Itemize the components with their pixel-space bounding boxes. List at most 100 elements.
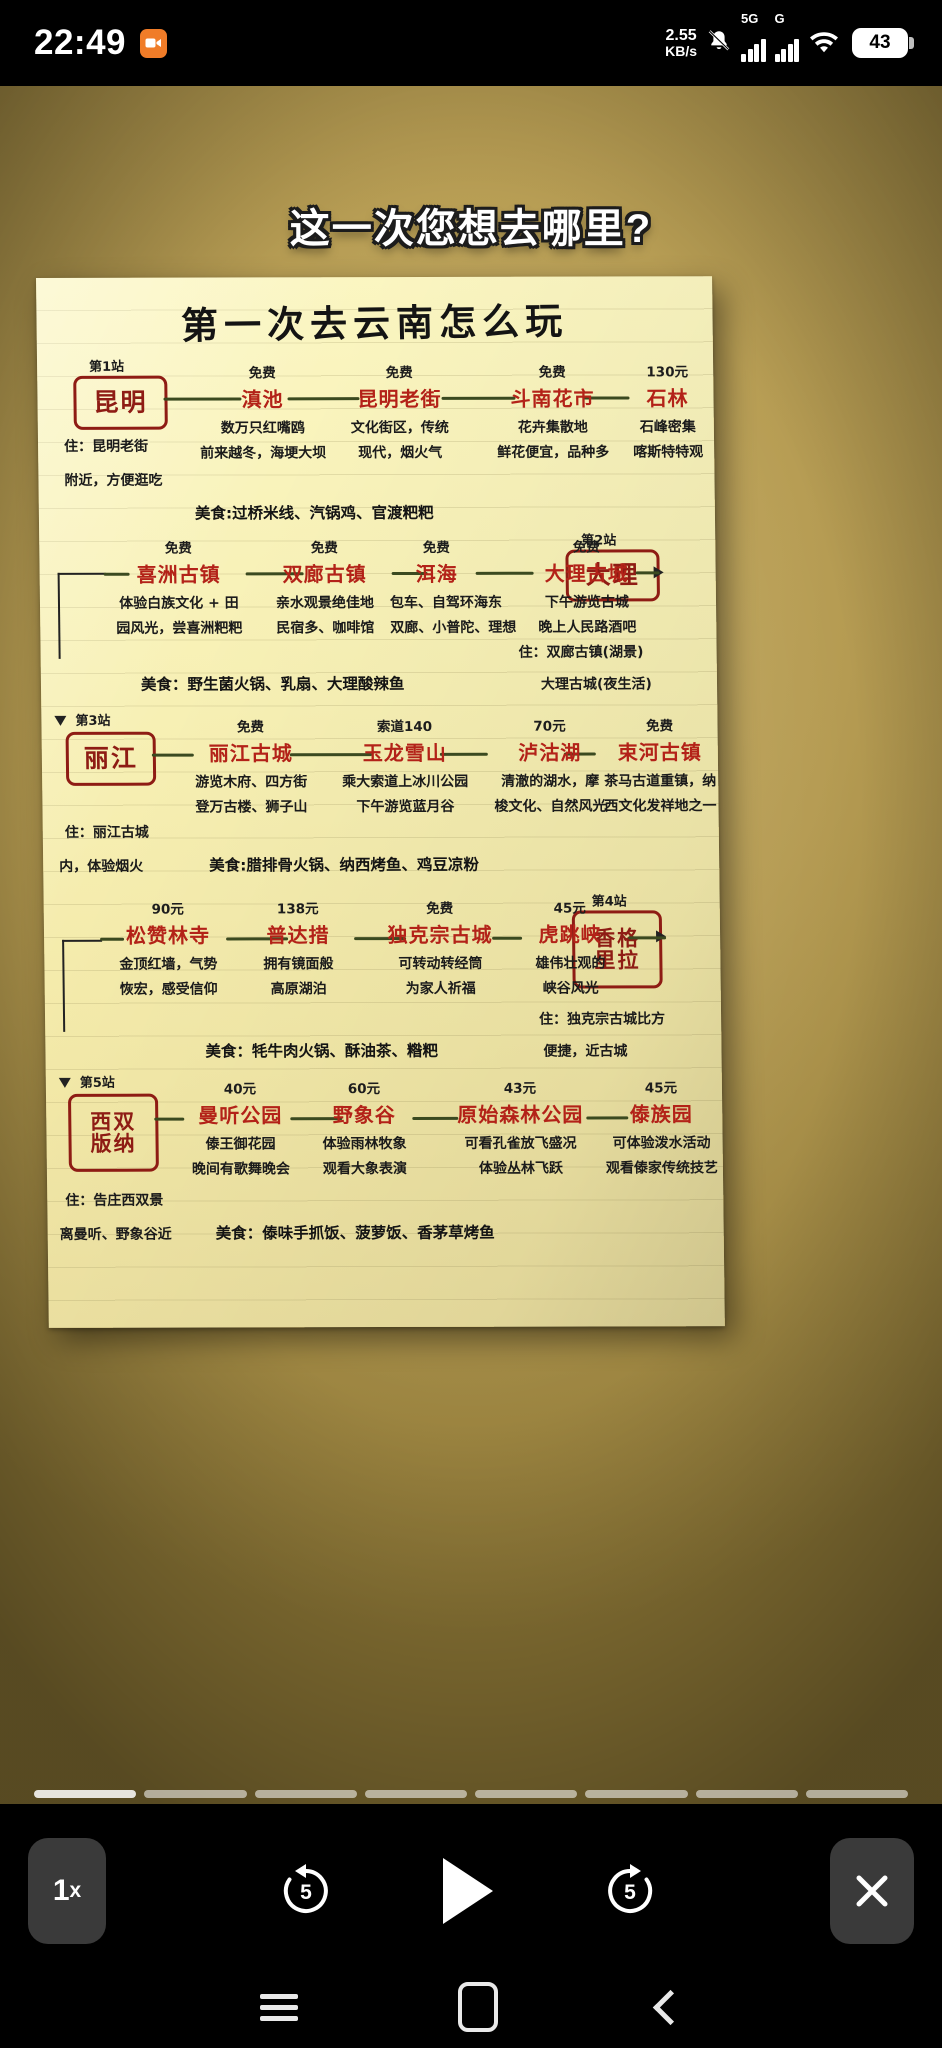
station-food-3: 美食:腊排骨火锅、纳西烤鱼、鸡豆凉粉 (209, 855, 480, 875)
back-icon[interactable] (652, 1989, 688, 2025)
progress-segment[interactable] (585, 1790, 688, 1798)
spot-detail-1: 傣王御花园 (205, 1136, 276, 1153)
progress-segment[interactable] (144, 1790, 247, 1798)
spot-5-2[interactable]: 60元 野象谷 体验雨林牧象 观看大象表演 (300, 1077, 429, 1178)
spot-name: 原始森林公园 (457, 1102, 584, 1127)
spot-5-1[interactable]: 40元 曼听公园 傣王御花园 晚间有歌舞晚会 (178, 1077, 303, 1178)
spot-name: 独克宗古城 (387, 922, 493, 948)
spot-detail-1: 石峰密集 (639, 419, 696, 436)
close-icon (856, 1875, 888, 1907)
spot-2-3[interactable]: 免费 洱海 包车、自驾环海东 双廊、小普陀、理想 (389, 536, 517, 637)
station-block-2: 第2站 大理 免费 喜洲古镇 体验白族文化 + 田 园风光，尝喜洲粑粑 免费 双… (39, 529, 717, 703)
station-box-3[interactable]: 丽江 (65, 731, 157, 786)
station-food-2: 美食：野生菌火锅、乳扇、大理酸辣鱼 (140, 675, 405, 694)
spot-price: 免费 (385, 365, 413, 382)
play-button[interactable] (432, 1855, 504, 1927)
spot-name: 洱海 (415, 561, 458, 586)
spot-4-3[interactable]: 免费 独克宗古城 可转动转经筒 为家人祈福 (364, 897, 517, 998)
spot-2-1[interactable]: 免费 喜洲古镇 体验白族文化 + 田 园风光，尝喜洲粑粑 (105, 536, 252, 637)
sim2-network-type: G (774, 10, 785, 26)
playback-speed-suffix: x (69, 1879, 82, 1902)
play-icon (443, 1858, 493, 1924)
forward-5-button[interactable]: 5 (594, 1855, 666, 1927)
spot-detail-2: 恢宏，感受信仰 (119, 981, 218, 998)
media-viewer-stage[interactable]: 这一次您想去哪里? 第一次去云南怎么玩 第1站 昆明 免费 滇池 数万只红嘴鸥 … (0, 86, 942, 1804)
spot-detail-2: 鲜花便宜，品种多 (497, 444, 610, 461)
progress-segment[interactable] (805, 1790, 908, 1798)
spot-detail-2: 下午游览蓝月谷 (356, 798, 455, 816)
close-button[interactable] (830, 1838, 914, 1944)
station-name-5-line1: 西双 (90, 1109, 137, 1134)
spot-1-1[interactable]: 免费 滇池 数万只红嘴鸥 前来越冬，海埂大坝 (197, 361, 328, 462)
status-clock: 22:49 (34, 23, 127, 62)
screen-recorder-icon (140, 28, 168, 58)
spot-3-4[interactable]: 免费 束河古镇 茶马古道重镇，纳 西文化发祥地之一 (589, 714, 724, 815)
spot-price: 138元 (276, 901, 319, 918)
progress-segment[interactable] (695, 1790, 798, 1798)
spot-detail-1: 花卉集散地 (517, 419, 588, 436)
spot-price: 免费 (422, 539, 450, 556)
spot-3-1[interactable]: 免费 丽江古城 游览木府、四方街 登万古楼、狮子山 (183, 715, 318, 816)
status-bar-left: 22:49 (34, 23, 168, 63)
story-progress-bar[interactable] (0, 1783, 942, 1805)
progress-segment[interactable] (34, 1790, 137, 1798)
spot-detail-2: 观看大象表演 (322, 1160, 408, 1178)
progress-segment[interactable] (364, 1790, 467, 1798)
sim1-signal: 5G (741, 11, 766, 62)
spot-name: 石林 (646, 386, 689, 411)
spot-3-2[interactable]: 索道140 玉龙雪山 乘大索道上冰川公园 下午游览蓝月谷 (325, 715, 484, 816)
station-food-1: 美食:过桥米线、汽锅鸡、官渡粑粑 (194, 503, 434, 523)
network-speed-value: 2.55 (665, 26, 697, 44)
spot-detail-2: 峡谷风光 (542, 980, 599, 997)
recent-apps-icon[interactable] (259, 1993, 298, 2021)
spot-detail-2: 晚上人民路酒吧 (538, 619, 637, 636)
status-bar-right: 2.55 KB/s 5G G (665, 11, 914, 62)
spot-price: 免费 (645, 718, 674, 735)
station-name-5-line2: 版纳 (90, 1131, 137, 1156)
station-stay-3-line1: 住：丽江古城 (64, 824, 149, 841)
spot-1-4[interactable]: 130元 石林 石峰密集 喀斯特特观 (615, 360, 720, 461)
spot-1-3[interactable]: 免费 斗南花市 花卉集散地 鲜花便宜，品种多 (479, 360, 626, 461)
spot-5-3[interactable]: 43元 原始森林公园 可看孔雀放飞盛况 体验丛林飞跃 (436, 1076, 605, 1177)
spot-name: 斗南花市 (510, 386, 595, 411)
station-food-5: 美食：傣味手抓饭、菠萝饭、香茅草烤鱼 (215, 1223, 495, 1243)
home-icon[interactable] (457, 1982, 498, 2032)
sim2-signal: G (774, 11, 799, 62)
rewind-seconds: 5 (300, 1880, 312, 1904)
station-stay-2-line1: 住：双廊古镇(湖景) (518, 644, 644, 661)
progress-segment[interactable] (475, 1790, 578, 1798)
spot-price: 免费 (538, 364, 566, 381)
spot-detail-2: 西文化发祥地之一 (604, 798, 717, 815)
spot-5-4[interactable]: 45元 傣族园 可体验泼水活动 观看傣家传统技艺 (598, 1076, 725, 1177)
handwritten-note-image[interactable]: 第一次去云南怎么玩 第1站 昆明 免费 滇池 数万只红嘴鸥 前来越冬，海埂大坝 … (36, 276, 725, 1328)
connector-4-e (628, 936, 667, 940)
station-box-1[interactable]: 昆明 (73, 375, 168, 430)
spot-1-2[interactable]: 免费 昆明老街 文化街区，传统 现代，烟火气 (325, 361, 474, 462)
spot-price: 60元 (347, 1081, 381, 1098)
forward-icon (608, 1864, 653, 1913)
overlay-title: 这一次您想去哪里? (289, 207, 653, 251)
station-name-3: 丽江 (83, 743, 139, 773)
station-stay-5-line1: 住：告庄西双景 (65, 1192, 164, 1209)
station-box-5[interactable]: 西双 版纳 (67, 1093, 159, 1172)
rewind-5-button[interactable]: 5 (270, 1855, 342, 1927)
status-bar: 22:49 2.55 KB/s 5G G (0, 0, 942, 86)
spot-detail-1: 可体验泼水活动 (612, 1135, 711, 1152)
spot-price: 免费 (572, 539, 600, 556)
spot-2-4[interactable]: 免费 大理古城 下午游览古城 晚上人民路酒吧 (517, 535, 656, 636)
spot-price: 免费 (426, 900, 454, 917)
wifi-icon (808, 28, 840, 58)
flow-bracket-2 (57, 572, 107, 659)
station-block-3: 第3站 丽江 免费 丽江古城 游览木府、四方街 登万古楼、狮子山 索道140 玉… (41, 708, 719, 888)
station-food-4: 美食：牦牛肉火锅、酥油茶、糌粑 (205, 1041, 439, 1061)
spot-4-4[interactable]: 45元 虎跳峡 雄伟壮观的 峡谷风光 (510, 896, 631, 997)
spot-2-2[interactable]: 免费 双廊古镇 亲水观景绝佳地 民宿多、咖啡馆 (253, 536, 396, 637)
spot-4-2[interactable]: 138元 普达措 拥有镜面般 高原湖泊 (236, 897, 361, 998)
spot-detail-2: 为家人祈福 (405, 980, 476, 998)
spot-4-1[interactable]: 90元 松赞林寺 金顶红墙，气势 恢宏，感受信仰 (100, 897, 237, 998)
spot-detail-1: 体验白族文化 + 田 (119, 595, 239, 612)
spot-detail-1: 亲水观景绝佳地 (275, 595, 375, 612)
progress-segment[interactable] (254, 1790, 357, 1798)
